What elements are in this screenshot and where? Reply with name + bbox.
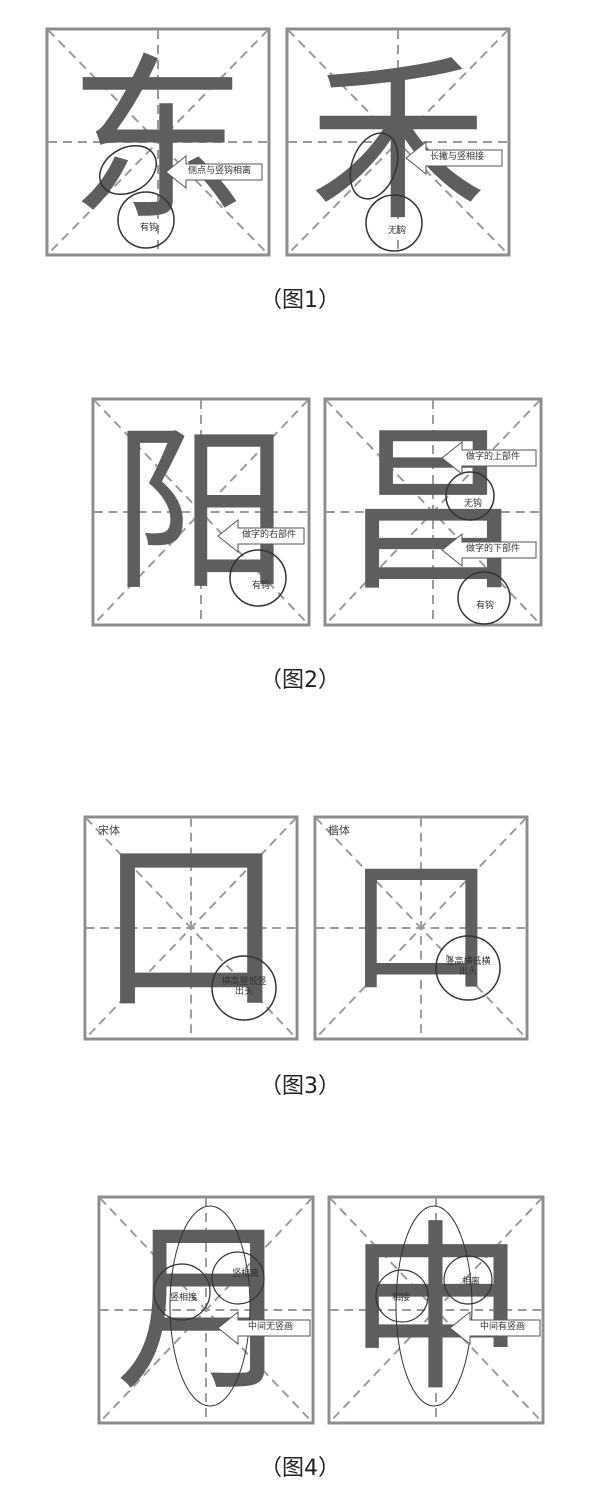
callout-text: 长撇与竖相接 [430, 152, 485, 162]
annotation-marks [441, 440, 537, 625]
figure-caption: （图3） [260, 1074, 340, 1099]
mi-grid [91, 397, 311, 627]
character: 口 [95, 817, 286, 1038]
annotation-marks [217, 518, 305, 607]
annotation-marks [211, 955, 277, 1021]
annotation-marks [153, 1205, 311, 1407]
circle-note-right: 相离 [462, 1277, 481, 1287]
character: 禾 [309, 38, 487, 245]
grid-box-kou-song: 宋体 口 横高竖低竖出头 [83, 815, 299, 1041]
annotation-marks [349, 132, 503, 252]
mi-grid [323, 397, 543, 627]
annotation-marks [99, 145, 263, 249]
callout-text-top: 做字的上部件 [466, 452, 521, 462]
character: 阳 [112, 408, 290, 615]
circle-note: 有钩 [140, 223, 159, 233]
circle-note: 竖高横低横出头 [445, 957, 491, 977]
grid-box-dong: 东 侧点与竖钩相离 有钩 [45, 27, 271, 257]
circle-note: 有钩 [252, 581, 271, 591]
font-style-label: 宋体 [98, 824, 120, 837]
character: 口 [345, 841, 496, 1015]
mi-grid [285, 27, 511, 257]
callout-text: 侧点与竖钩相离 [188, 166, 252, 176]
callout-text-bottom: 做字的下部件 [466, 544, 521, 554]
callout-text: 做字的右部件 [242, 530, 297, 540]
grid-box-kou-kai: 楷体 口 竖高横低横出头 [313, 815, 529, 1041]
grid-box-shen: 申 相接 相离 中间有竖画 [327, 1195, 545, 1425]
circle-note-left: 相接 [392, 1293, 411, 1303]
character: 申 [345, 1204, 527, 1416]
annotation-marks [435, 935, 501, 1001]
annotation-marks [375, 1205, 541, 1407]
figure-caption: （图4） [260, 1456, 340, 1481]
font-style-label: 楷体 [328, 824, 350, 837]
callout-text: 中间有竖画 [480, 1322, 526, 1332]
character: 东 [69, 38, 247, 245]
grid-box-chang: 昌 做字的上部件 无钩 做字的下部件 有钩 [323, 397, 543, 627]
grid-box-yang: 阳 做字的右部件 有钩 [91, 397, 311, 627]
circle-note-top: 无钩 [464, 499, 483, 509]
circle-note: 横高竖低竖出头 [221, 977, 267, 997]
callout-text: 中间无竖画 [248, 1322, 294, 1332]
mi-grid [327, 1195, 545, 1425]
grid-box-yue: 月 竖相接 竖相离 中间无竖画 [97, 1195, 315, 1425]
mi-grid [83, 815, 299, 1041]
mi-grid [97, 1195, 315, 1425]
circle-note: 无钩 [388, 226, 407, 236]
circle-note-bottom: 有钩 [476, 601, 495, 611]
circle-note-left: 竖相接 [170, 1293, 198, 1303]
mi-grid [313, 815, 529, 1041]
figure-caption: （图2） [260, 668, 340, 693]
mi-grid [45, 27, 271, 257]
circle-note-right: 竖相离 [232, 1269, 260, 1279]
grid-box-he: 禾 长撇与竖相接 无钩 [285, 27, 511, 257]
character: 月 [115, 1204, 297, 1416]
figure-caption: （图1） [260, 288, 340, 313]
